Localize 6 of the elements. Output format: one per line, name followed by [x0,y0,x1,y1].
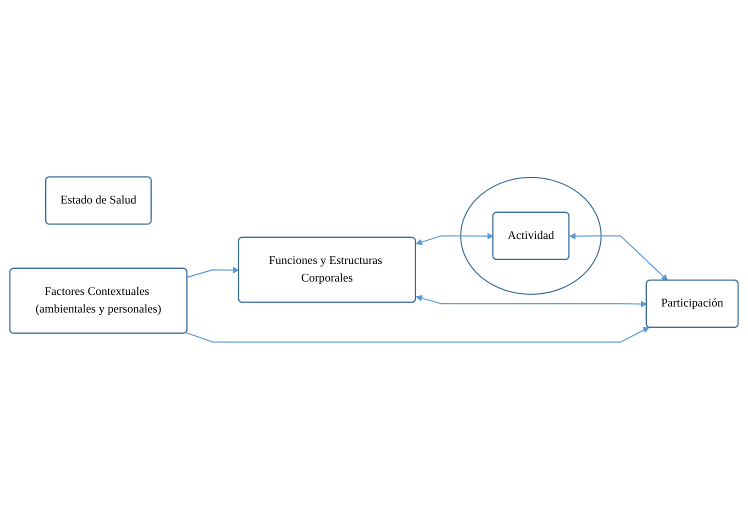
arrow [569,232,668,281]
arrow [416,232,494,246]
arrow [416,295,647,308]
arrow [187,266,240,278]
cluster [460,176,602,295]
arrow [186,327,650,343]
